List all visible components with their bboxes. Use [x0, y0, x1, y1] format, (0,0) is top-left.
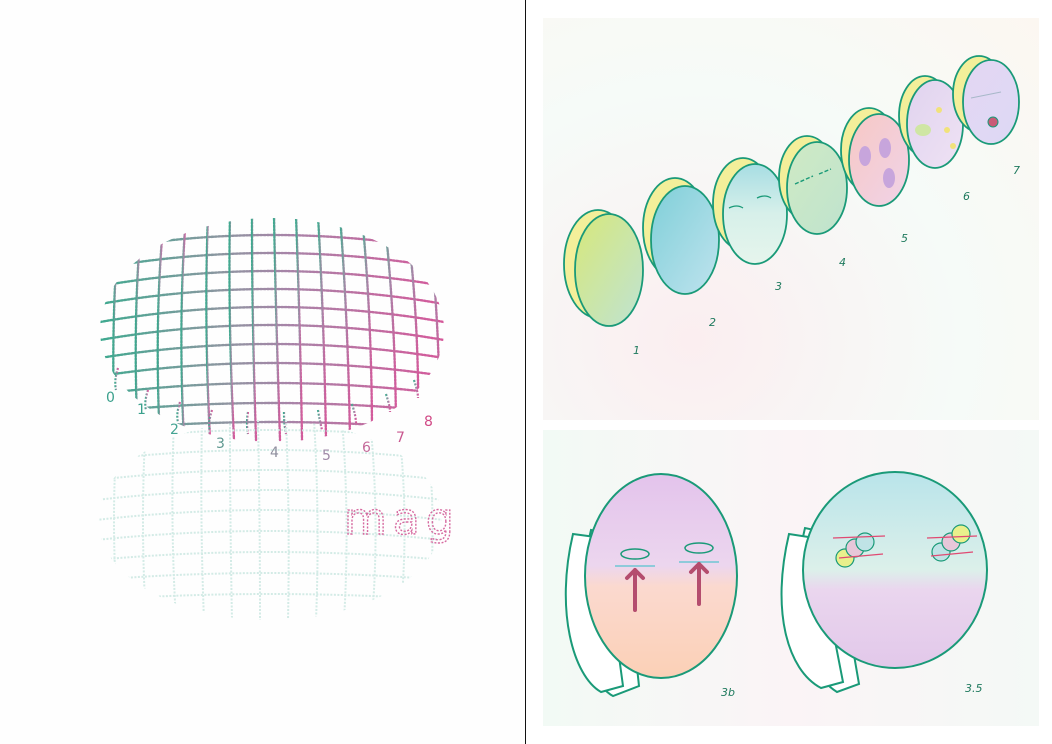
axis-label-2: 2	[170, 422, 179, 438]
axis-label-5: 5	[322, 448, 331, 464]
embryo-grid-illustration: 0 1 2 3 4 5 6 7 8 mag	[98, 218, 460, 620]
disc-label-7: 7	[1013, 164, 1020, 177]
left-page: 0 1 2 3 4 5 6 7 8 mag	[0, 0, 525, 744]
axis-label-1: 1	[137, 402, 146, 418]
axis-label-7: 7	[396, 430, 405, 446]
dome-fringe	[114, 367, 420, 435]
detail-panel: 3b 3.5	[543, 430, 1039, 726]
sequence-panel: 1 2 3 4 5 6 7	[543, 18, 1039, 420]
disc-7	[952, 55, 1020, 145]
disc-label-2: 2	[709, 316, 716, 329]
disc-2	[642, 177, 720, 295]
axis-label-8: 8	[424, 414, 433, 430]
disc-1	[563, 209, 644, 327]
disc-label-1: 1	[633, 344, 640, 357]
axis-label-6: 6	[362, 440, 371, 456]
disc-label-3: 3	[775, 280, 782, 293]
disc-5	[840, 107, 910, 207]
disc-sequence: 1 2 3 4 5 6 7	[563, 55, 1020, 357]
disc-label-4: 4	[839, 256, 846, 269]
disc-label-5: 5	[901, 232, 908, 245]
disc-label-3-5: 3.5	[965, 682, 983, 695]
axis-label-0: 0	[106, 390, 115, 406]
right-page: 1 2 3 4 5 6 7	[526, 0, 1052, 744]
detail-discs: 3b 3.5	[564, 471, 988, 699]
axis-labels: 0 1 2 3 4 5 6 7 8	[106, 390, 433, 464]
reflection-word: mag	[344, 494, 460, 545]
disc-3-5	[780, 471, 988, 694]
dome-grid	[100, 218, 444, 442]
disc-label-3b: 3b	[721, 686, 735, 699]
page-spine	[525, 0, 526, 744]
disc-4	[778, 135, 848, 235]
disc-3b	[564, 473, 738, 698]
axis-label-3: 3	[216, 436, 225, 452]
disc-3	[712, 157, 788, 265]
disc-6	[898, 75, 964, 169]
axis-label-4: 4	[270, 445, 279, 461]
disc-label-6: 6	[963, 190, 970, 203]
